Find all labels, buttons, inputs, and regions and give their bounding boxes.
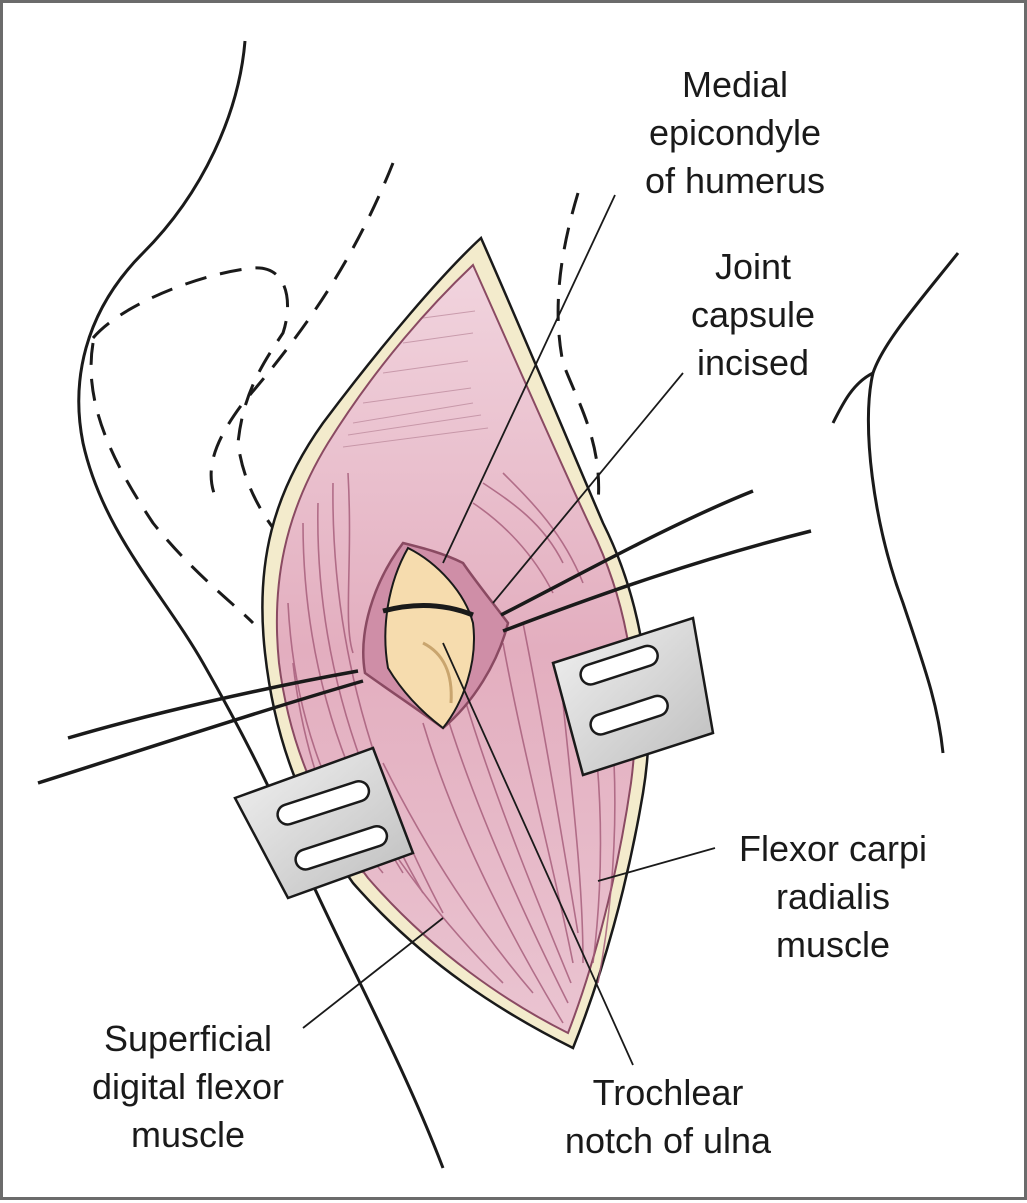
suture-left-2 [37, 679, 364, 785]
surgical-illustration [37, 40, 960, 1169]
label-line: of humerus [644, 160, 826, 201]
label-line: Trochlear [592, 1072, 744, 1113]
muscle-fibers [287, 472, 616, 1024]
retractor-left [233, 746, 415, 900]
fascia-hatching [342, 310, 489, 448]
label-line: Flexor carpi [738, 828, 928, 869]
leader-medial-epicondyle [442, 194, 616, 564]
leader-superficial-digital-flexor [302, 917, 444, 1029]
leader-flexor-carpi-radialis [597, 847, 716, 882]
limb-outline-left [77, 40, 445, 1169]
suture-right-1 [500, 489, 754, 617]
suture-right-2 [502, 529, 812, 633]
bone-shadow [422, 641, 453, 704]
leader-lines [302, 194, 716, 1066]
retractor-right [551, 616, 715, 777]
limb-outline-right [866, 252, 960, 754]
label-line: Medial [681, 64, 789, 105]
label-line: epicondyle [648, 112, 822, 153]
bone-joint-line [382, 602, 474, 618]
leader-joint-capsule [492, 372, 684, 604]
dashed-outline-left [209, 162, 395, 504]
label-line: Joint [714, 246, 792, 287]
label-line: muscle [775, 924, 891, 965]
dashed-outline-box-lower [89, 342, 255, 625]
label-line: digital flexor [91, 1066, 285, 1107]
dashed-outline-right [556, 192, 601, 504]
label-superficial-digital-flexor: Superficial digital flexor muscle [58, 1015, 318, 1159]
label-medial-epicondyle: Medial epicondyle of humerus [615, 61, 855, 205]
label-line: Superficial [103, 1018, 273, 1059]
leader-trochlear-notch [442, 642, 634, 1066]
label-line: notch of ulna [564, 1120, 772, 1161]
label-line: muscle [130, 1114, 246, 1155]
limb-outline-right-branch [831, 371, 874, 424]
label-flexor-carpi-radialis: Flexor carpi radialis muscle [703, 825, 963, 969]
label-line: radialis [775, 876, 891, 917]
label-line: incised [696, 342, 810, 383]
suture-left-1 [67, 669, 359, 740]
label-joint-capsule: Joint capsule incised [663, 243, 843, 387]
label-line: capsule [690, 294, 816, 335]
label-trochlear-notch: Trochlear notch of ulna [543, 1069, 793, 1165]
